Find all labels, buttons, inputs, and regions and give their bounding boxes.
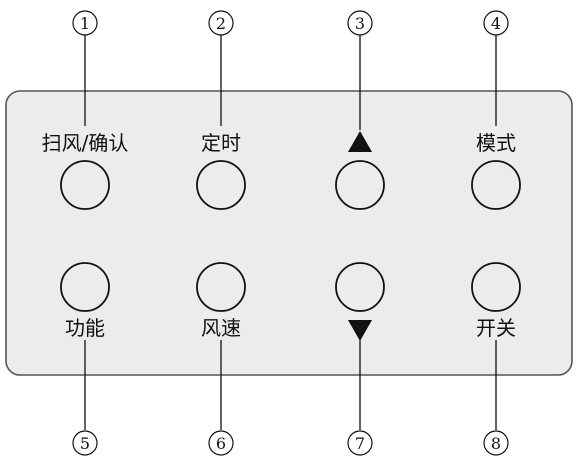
down-button[interactable] <box>335 262 385 312</box>
callout-8-number: 8 <box>491 434 501 453</box>
callout-3: 3 <box>347 10 373 36</box>
function-button[interactable] <box>60 262 110 312</box>
callout-7-number: 7 <box>355 434 365 453</box>
swing-confirm-button[interactable] <box>60 160 110 210</box>
power-label: 开关 <box>476 316 516 340</box>
callout-7: 7 <box>347 430 373 456</box>
callout-2-number: 2 <box>216 14 226 33</box>
control-panel <box>5 90 573 376</box>
up-triangle-icon <box>348 131 372 152</box>
callout-1-number: 1 <box>80 14 90 33</box>
mode-label: 模式 <box>476 131 516 155</box>
callout-6: 6 <box>208 430 234 456</box>
callout-2: 2 <box>208 10 234 36</box>
callout-6-number: 6 <box>216 434 226 453</box>
callout-8: 8 <box>483 430 509 456</box>
mode-button[interactable] <box>471 160 521 210</box>
fan-speed-button[interactable] <box>196 262 246 312</box>
callout-5: 5 <box>72 430 98 456</box>
up-button[interactable] <box>335 160 385 210</box>
timer-label: 定时 <box>201 131 241 155</box>
function-label: 功能 <box>65 316 105 340</box>
power-button[interactable] <box>471 262 521 312</box>
fan-speed-label: 风速 <box>201 316 241 340</box>
callout-4-number: 4 <box>491 14 501 33</box>
down-triangle-icon <box>348 320 372 341</box>
callout-3-number: 3 <box>355 14 365 33</box>
timer-button[interactable] <box>196 160 246 210</box>
callout-4: 4 <box>483 10 509 36</box>
swing-confirm-label: 扫风/确认 <box>42 131 129 155</box>
callout-5-number: 5 <box>80 434 90 453</box>
callout-1: 1 <box>72 10 98 36</box>
